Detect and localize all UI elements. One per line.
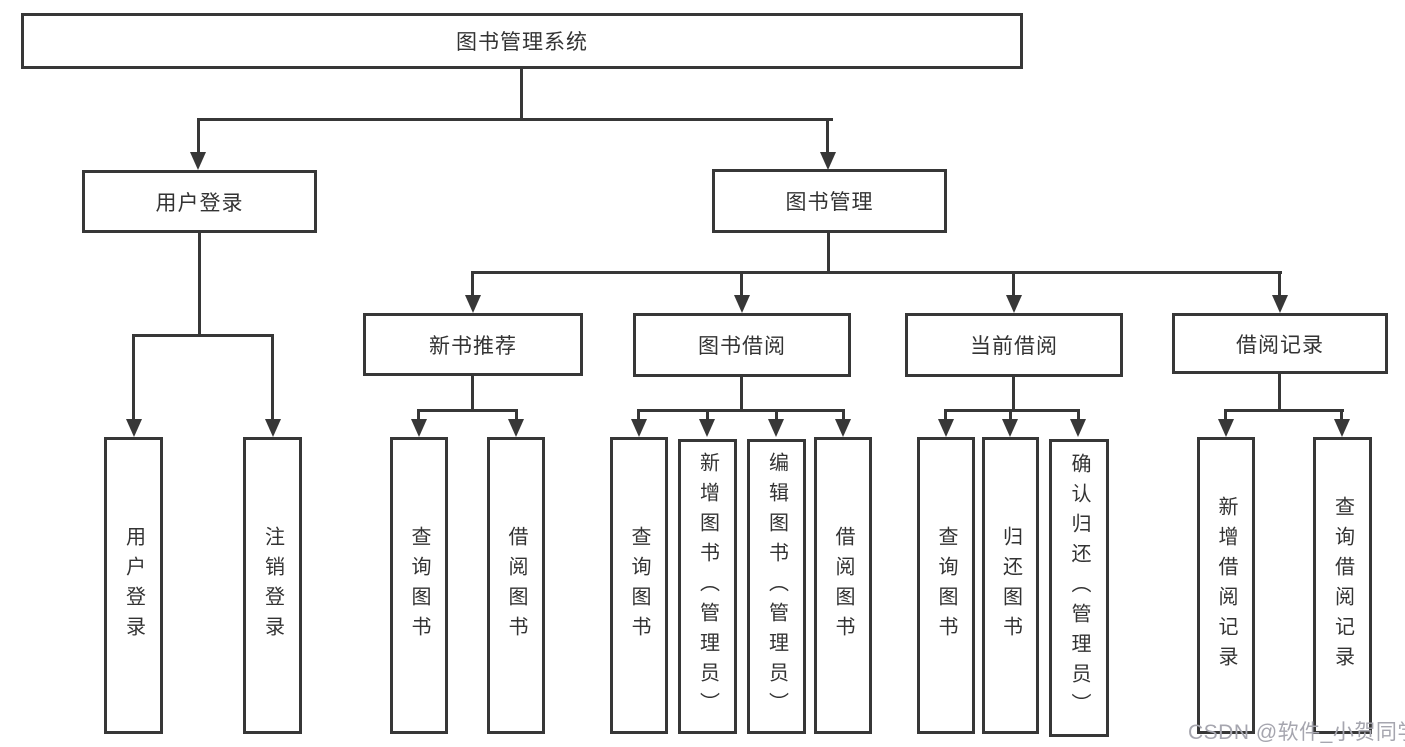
- arrowhead-icon: [631, 419, 647, 437]
- node-new-book-recommend: 新书推荐: [363, 313, 583, 376]
- csdn-watermark: CSDN @软件_小贺同学: [1188, 721, 1405, 744]
- connector-line: [471, 271, 1282, 274]
- node-borrow-records: 借阅记录: [1172, 313, 1388, 374]
- connector-line: [417, 409, 518, 412]
- connector-line: [740, 377, 743, 412]
- connector-line: [417, 409, 420, 421]
- arrowhead-icon: [265, 419, 281, 437]
- connector-line: [132, 334, 135, 421]
- arrowhead-icon: [508, 419, 524, 437]
- connector-line: [826, 118, 829, 154]
- connector-line: [197, 118, 833, 121]
- connector-line: [1012, 377, 1015, 412]
- arrowhead-icon: [190, 152, 206, 170]
- node-leaf-current-query: 查询图书: [917, 437, 975, 734]
- arrowhead-icon: [820, 152, 836, 170]
- connector-line: [1224, 409, 1227, 421]
- node-book-management: 图书管理: [712, 169, 947, 233]
- connector-line: [132, 334, 274, 337]
- connector-line: [520, 69, 523, 121]
- arrowhead-icon: [1002, 419, 1018, 437]
- arrowhead-icon: [734, 295, 750, 313]
- arrowhead-icon: [1272, 295, 1288, 313]
- connector-line: [198, 233, 201, 337]
- arrowhead-icon: [835, 419, 851, 437]
- connector-line: [1278, 271, 1281, 297]
- node-root: 图书管理系统: [21, 13, 1023, 69]
- connector-line: [1009, 409, 1012, 421]
- node-user-login: 用户登录: [82, 170, 317, 233]
- connector-line: [515, 409, 518, 421]
- node-book-borrow: 图书借阅: [633, 313, 851, 377]
- node-leaf-logout: 注销登录: [243, 437, 302, 734]
- arrowhead-icon: [1006, 295, 1022, 313]
- node-leaf-user-login: 用户登录: [104, 437, 163, 734]
- node-leaf-newbook-borrow: 借阅图书: [487, 437, 545, 734]
- connector-line: [775, 409, 778, 421]
- connector-line: [706, 409, 709, 421]
- node-leaf-borrow-edit-admin: 编辑图书（管理员）: [747, 439, 806, 734]
- connector-line: [1077, 409, 1080, 421]
- arrowhead-icon: [938, 419, 954, 437]
- connector-line: [197, 118, 200, 154]
- connector-line: [740, 271, 743, 297]
- arrowhead-icon: [126, 419, 142, 437]
- node-current-borrow: 当前借阅: [905, 313, 1123, 377]
- arrowhead-icon: [768, 419, 784, 437]
- connector-line: [1012, 271, 1015, 297]
- connector-line: [1340, 409, 1343, 421]
- arrowhead-icon: [1070, 419, 1086, 437]
- node-leaf-current-confirm-admin: 确认归还（管理员）: [1049, 439, 1109, 737]
- connector-line: [471, 271, 474, 297]
- connector-line: [842, 409, 845, 421]
- connector-line: [1224, 409, 1344, 412]
- node-leaf-record-query: 查询借阅记录: [1313, 437, 1372, 734]
- arrowhead-icon: [1218, 419, 1234, 437]
- node-leaf-borrow-add-admin: 新增图书（管理员）: [678, 439, 737, 734]
- connector-line: [1278, 374, 1281, 412]
- arrowhead-icon: [1334, 419, 1350, 437]
- connector-line: [827, 233, 830, 274]
- connector-line: [637, 409, 845, 412]
- node-leaf-current-return: 归还图书: [982, 437, 1039, 734]
- arrowhead-icon: [465, 295, 481, 313]
- connector-line: [944, 409, 947, 421]
- connector-line: [944, 409, 1080, 412]
- node-leaf-borrow-query: 查询图书: [610, 437, 668, 734]
- node-leaf-record-add: 新增借阅记录: [1197, 437, 1255, 734]
- arrowhead-icon: [699, 419, 715, 437]
- node-leaf-newbook-query: 查询图书: [390, 437, 448, 734]
- connector-line: [471, 376, 474, 412]
- connector-line: [271, 334, 274, 421]
- connector-line: [637, 409, 640, 421]
- node-leaf-borrow-borrow: 借阅图书: [814, 437, 872, 734]
- arrowhead-icon: [411, 419, 427, 437]
